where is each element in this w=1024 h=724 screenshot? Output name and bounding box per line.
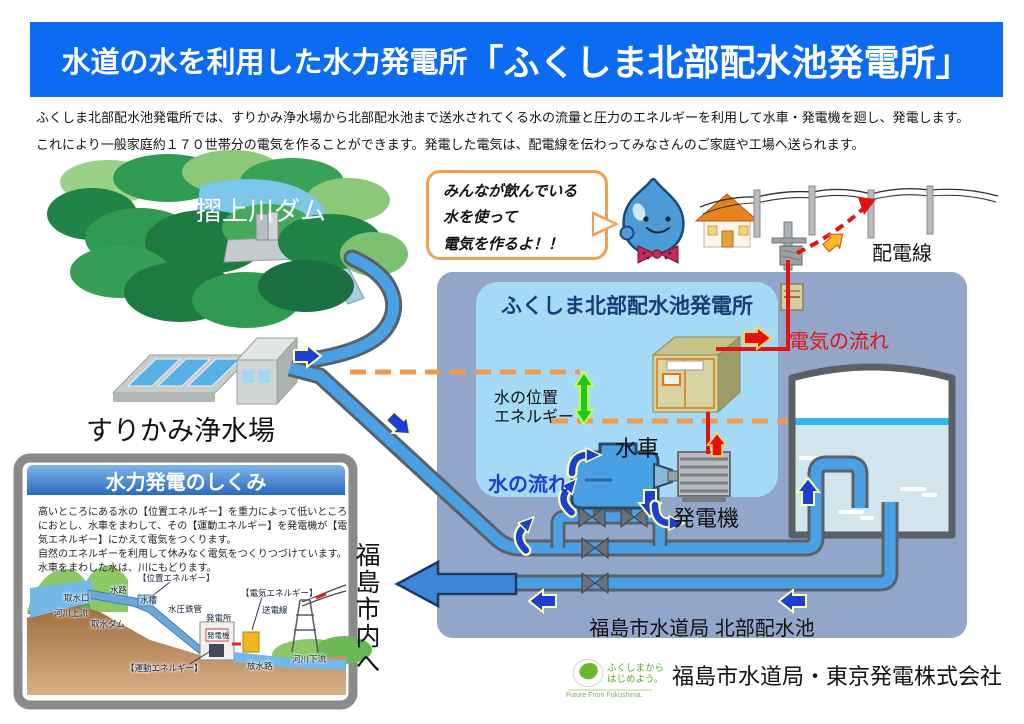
- electricity-flow-label: 電気の流れ: [789, 331, 889, 353]
- header-banner: 水道の水を利用した水力発電所「ふくしま北部配水池発電所」: [30, 22, 1003, 97]
- inset-waterway-label: 水路: [110, 585, 128, 595]
- inset-river-down-label: 河川下流: [292, 654, 327, 664]
- distribution-line-label: 配電線: [872, 243, 932, 265]
- to-city-arrow: [394, 559, 518, 609]
- inset-penstock-label: 水圧鉄管: [168, 604, 203, 614]
- inset-transformer: [242, 631, 260, 653]
- banner-title-prefix: 水道の水を利用した水力発電所: [61, 46, 468, 79]
- inset-kinetic-energy-label: 【運動エネルギー】: [126, 663, 203, 673]
- fukushima-logo: [568, 659, 652, 691]
- bubble-line-2: 水を使って: [443, 209, 518, 227]
- reservoir-label: 福島市水道局 北部配水池: [589, 618, 815, 640]
- inset-tailrace-label: 放水路: [247, 661, 273, 671]
- inset-body-line: 高いところにある水の【位置エネルギー】を重力によって低いところ: [38, 507, 348, 518]
- water-flow-label: 水の流れ: [488, 474, 568, 496]
- inset-body-line: におとし、水車をまわして、その【運動エネルギー】を発電機が【電: [38, 521, 348, 532]
- house: [694, 193, 760, 248]
- generator: [677, 451, 731, 502]
- pipe-dam-to-plant: [285, 249, 403, 371]
- power-poles: [699, 185, 999, 271]
- intro-line-1: ふくしま北部配水池発電所では、すりかみ浄水場から北部配水池まで送水されてくる水の…: [36, 110, 970, 125]
- inset-river-up-label: 河川上流: [54, 608, 89, 618]
- tank-waterline: [795, 418, 949, 425]
- purification-plant: [111, 336, 299, 406]
- inset-tank-label: 水槽: [140, 595, 158, 605]
- intro-line-2: これにより一般家庭約１７０世帯分の電気を作ることができます。発電した電気は、配電…: [36, 137, 865, 152]
- potential-energy-label-1: 水の位置: [494, 390, 559, 407]
- inset-tailrace: [234, 652, 346, 670]
- inset-tower: [291, 599, 319, 653]
- gold-arrow: [819, 226, 849, 256]
- power-station-box: [476, 282, 778, 497]
- to-city-label: 福島市内へ: [352, 542, 380, 677]
- power-station-label: ふくしま北部配水池発電所: [501, 295, 753, 318]
- distribution-arrowhead: [858, 197, 876, 215]
- banner-title-bracket: 「ふくしま北部配水池発電所」: [467, 41, 972, 83]
- water-drop-mascot: [619, 177, 685, 264]
- inset-body-line: 水車をまわした水は、川にもどります。: [38, 563, 217, 574]
- bubble-line-3: 電気を作るよ！！: [443, 235, 564, 253]
- inset-intake-dam-label: 取水ダム: [91, 619, 126, 629]
- logo-text-bottom: はじめよう。: [607, 674, 664, 685]
- valves: [578, 505, 648, 595]
- inset-generator-label: 発電機: [207, 631, 230, 640]
- bubble-line-1: みんなが飲んでいる: [443, 183, 578, 200]
- company-name: 福島市水道局・東京発電株式会社: [672, 664, 1003, 689]
- head-difference-markers: [350, 369, 788, 426]
- turbine-label: 水車: [615, 436, 660, 461]
- inset-title: 水力発電のしくみ: [27, 465, 345, 495]
- pole-transformer: [779, 245, 803, 266]
- generator-label: 発電機: [673, 506, 740, 531]
- inset-body-line: 自然のエネルギーを利用して休みなく電気をつくりつづけています。: [38, 549, 347, 560]
- inset-potential-energy-label: 【位置エネルギー】: [138, 573, 215, 583]
- inset-panel: [13, 453, 372, 710]
- inset-transmission-label: 送電線: [262, 605, 288, 615]
- inset-power-plant-label: 発電所: [206, 613, 232, 623]
- logo-text-top: ふくしまから: [607, 663, 665, 674]
- flow-arrows: [293, 226, 849, 613]
- potential-energy-label-2: エネルギー: [494, 409, 575, 426]
- inset-reservoir: [30, 580, 92, 618]
- logo-text-en: Future From Fukushima.: [566, 692, 643, 699]
- purification-plant-label: すりかみ浄水場: [86, 416, 275, 446]
- dam-illustration: [47, 150, 408, 328]
- inset-intake-label: 取水口: [64, 593, 90, 603]
- cabinet-sign: [666, 360, 704, 371]
- speech-bubble: みんなが飲んでいる 水を使って 電気を作るよ！！: [426, 170, 619, 260]
- potential-energy-arrow: [573, 370, 595, 426]
- inset-electric-energy-label: 【電気エネルギー】: [241, 588, 318, 598]
- dam-label: 摺上川ダム: [196, 196, 327, 226]
- inset-body-line: 気エネルギー】にかえて電気をつくります。: [38, 535, 237, 546]
